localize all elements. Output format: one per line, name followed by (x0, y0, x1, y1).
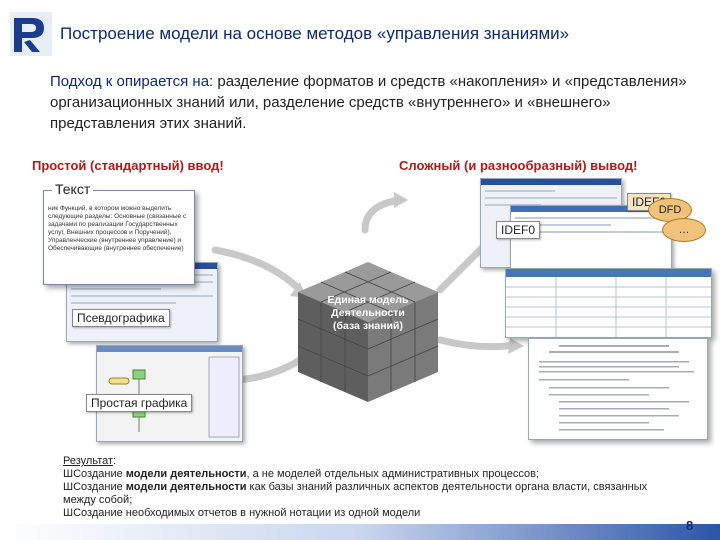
page-number: 8 (686, 518, 694, 533)
right-header: Сложный (и разнообразный) вывод! (399, 158, 638, 173)
document-thumbnail (539, 345, 694, 431)
result-item: ШСоздание необходимых отчетов в нужной н… (63, 507, 421, 519)
left-header: Простой (стандартный) ввод! (32, 158, 224, 173)
result-item: ШСоздание модели деятельности как базы з… (63, 481, 648, 506)
result-block: Результат: ШСоздание модели деятельности… (63, 455, 683, 520)
simple-graphics-screenshot (96, 345, 243, 442)
result-item: ШСоздание модели деятельности, а не моде… (63, 468, 539, 480)
more-bubble: … (662, 218, 706, 242)
intro-lead: Подход к опирается на: (50, 73, 214, 90)
pseudographics-label: Псевдографика (72, 309, 170, 327)
slide-title: Построение модели на основе методов «упр… (60, 24, 570, 43)
footer-bar (0, 524, 720, 540)
flow-diagram-thumbnail (108, 356, 240, 438)
idef0-screenshot-front (510, 205, 672, 277)
document-report-screenshot (528, 338, 708, 440)
dfd-bubble: DFD (648, 198, 692, 222)
text-input-card: Текст ник Функций, в котором можно выдел… (43, 182, 195, 285)
hse-logo (10, 12, 52, 56)
text-label: Текст (52, 182, 94, 196)
idef0-label-a: IDEF0 (496, 221, 541, 239)
text-card-body: ник Функций, в котором можно выделить сл… (48, 205, 187, 252)
simple-graphics-label: Простая графика (86, 394, 193, 412)
table-report-screenshot (505, 268, 712, 338)
table-thumbnail (506, 269, 711, 337)
cube-label: Единая модель Деятельности (база знаний) (327, 294, 409, 332)
intro-text: Подход к опирается на: разделение формат… (50, 71, 690, 134)
intro-rest: разделение форматов и средств «накоплени… (50, 73, 687, 132)
result-heading: Результат (63, 455, 114, 467)
knowledge-base-cube (297, 262, 439, 402)
